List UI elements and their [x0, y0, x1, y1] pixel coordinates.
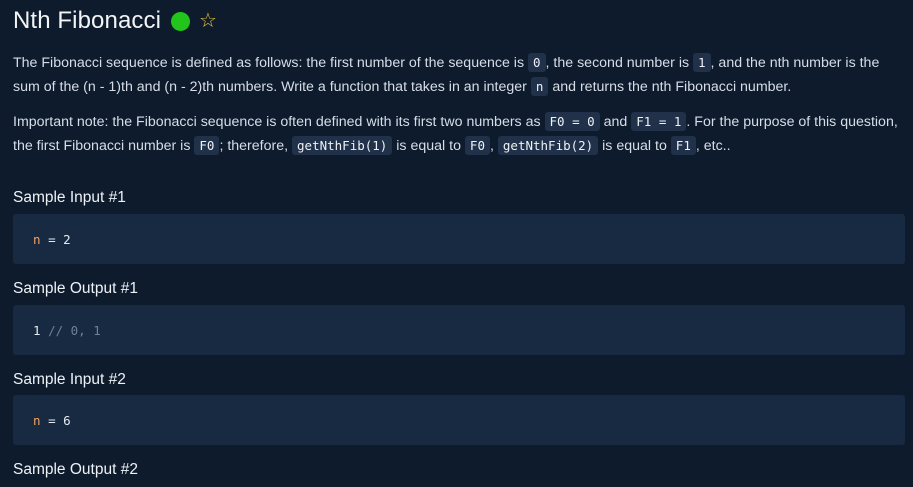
inline-code: F1 = 1: [631, 112, 687, 131]
code-variable: n: [33, 231, 41, 247]
sample-input-1-label: Sample Input #1: [13, 189, 126, 206]
description-paragraph-1: The Fibonacci sequence is defined as fol…: [13, 51, 903, 99]
problem-title: Nth Fibonacci: [13, 7, 162, 34]
sample-input-2-code: n = 6: [13, 395, 905, 445]
sample-output-1-code: 1 // 0, 1: [13, 305, 905, 355]
sample-input-2-label: Sample Input #2: [13, 371, 126, 388]
description-text: , and the nth number is the sum of the (…: [13, 55, 880, 95]
code-value: 1: [33, 322, 41, 338]
code-variable: n: [33, 412, 41, 428]
inline-code: F1: [670, 136, 696, 155]
inline-code: 0: [528, 53, 546, 72]
inline-code: getNthFib(2): [497, 136, 599, 155]
description-text: The Fibonacci sequence is defined as fol…: [13, 55, 525, 71]
sample-input-1-code: n = 2: [13, 214, 905, 264]
description-text: Important note: the Fibonacci sequence i…: [13, 114, 541, 130]
title-row: Nth Fibonacci ☆: [13, 5, 217, 37]
description-text: is equal to: [602, 138, 667, 154]
inline-code: F0 = 0: [544, 112, 600, 131]
sample-output-1-label: Sample Output #1: [13, 280, 138, 297]
description-paragraph-2: Important note: the Fibonacci sequence i…: [13, 110, 903, 158]
sample-output-2-label: Sample Output #2: [13, 461, 138, 478]
description-text: and returns the nth Fibonacci number.: [552, 79, 792, 95]
code-value: 2: [63, 231, 71, 247]
description-text: , etc..: [695, 138, 731, 154]
inline-code: F0: [464, 136, 490, 155]
inline-code: n: [530, 77, 549, 96]
star-outline-icon[interactable]: ☆: [199, 9, 217, 32]
code-comment: // 0, 1: [48, 322, 101, 338]
completed-status-icon: [171, 11, 191, 31]
description-text: , the second number is: [545, 55, 690, 71]
inline-code: F0: [194, 136, 220, 155]
code-operator: =: [48, 231, 56, 247]
description-text: is equal to: [396, 138, 461, 154]
description-text: and: [603, 114, 628, 130]
description-text: ; therefore,: [219, 138, 289, 154]
code-value: 6: [63, 412, 71, 428]
description-text: . For the purpose of this question, the …: [13, 114, 898, 154]
inline-code: getNthFib(1): [292, 136, 393, 155]
code-operator: =: [48, 412, 56, 428]
description-text: ,: [489, 138, 494, 154]
inline-code: 1: [693, 53, 711, 72]
